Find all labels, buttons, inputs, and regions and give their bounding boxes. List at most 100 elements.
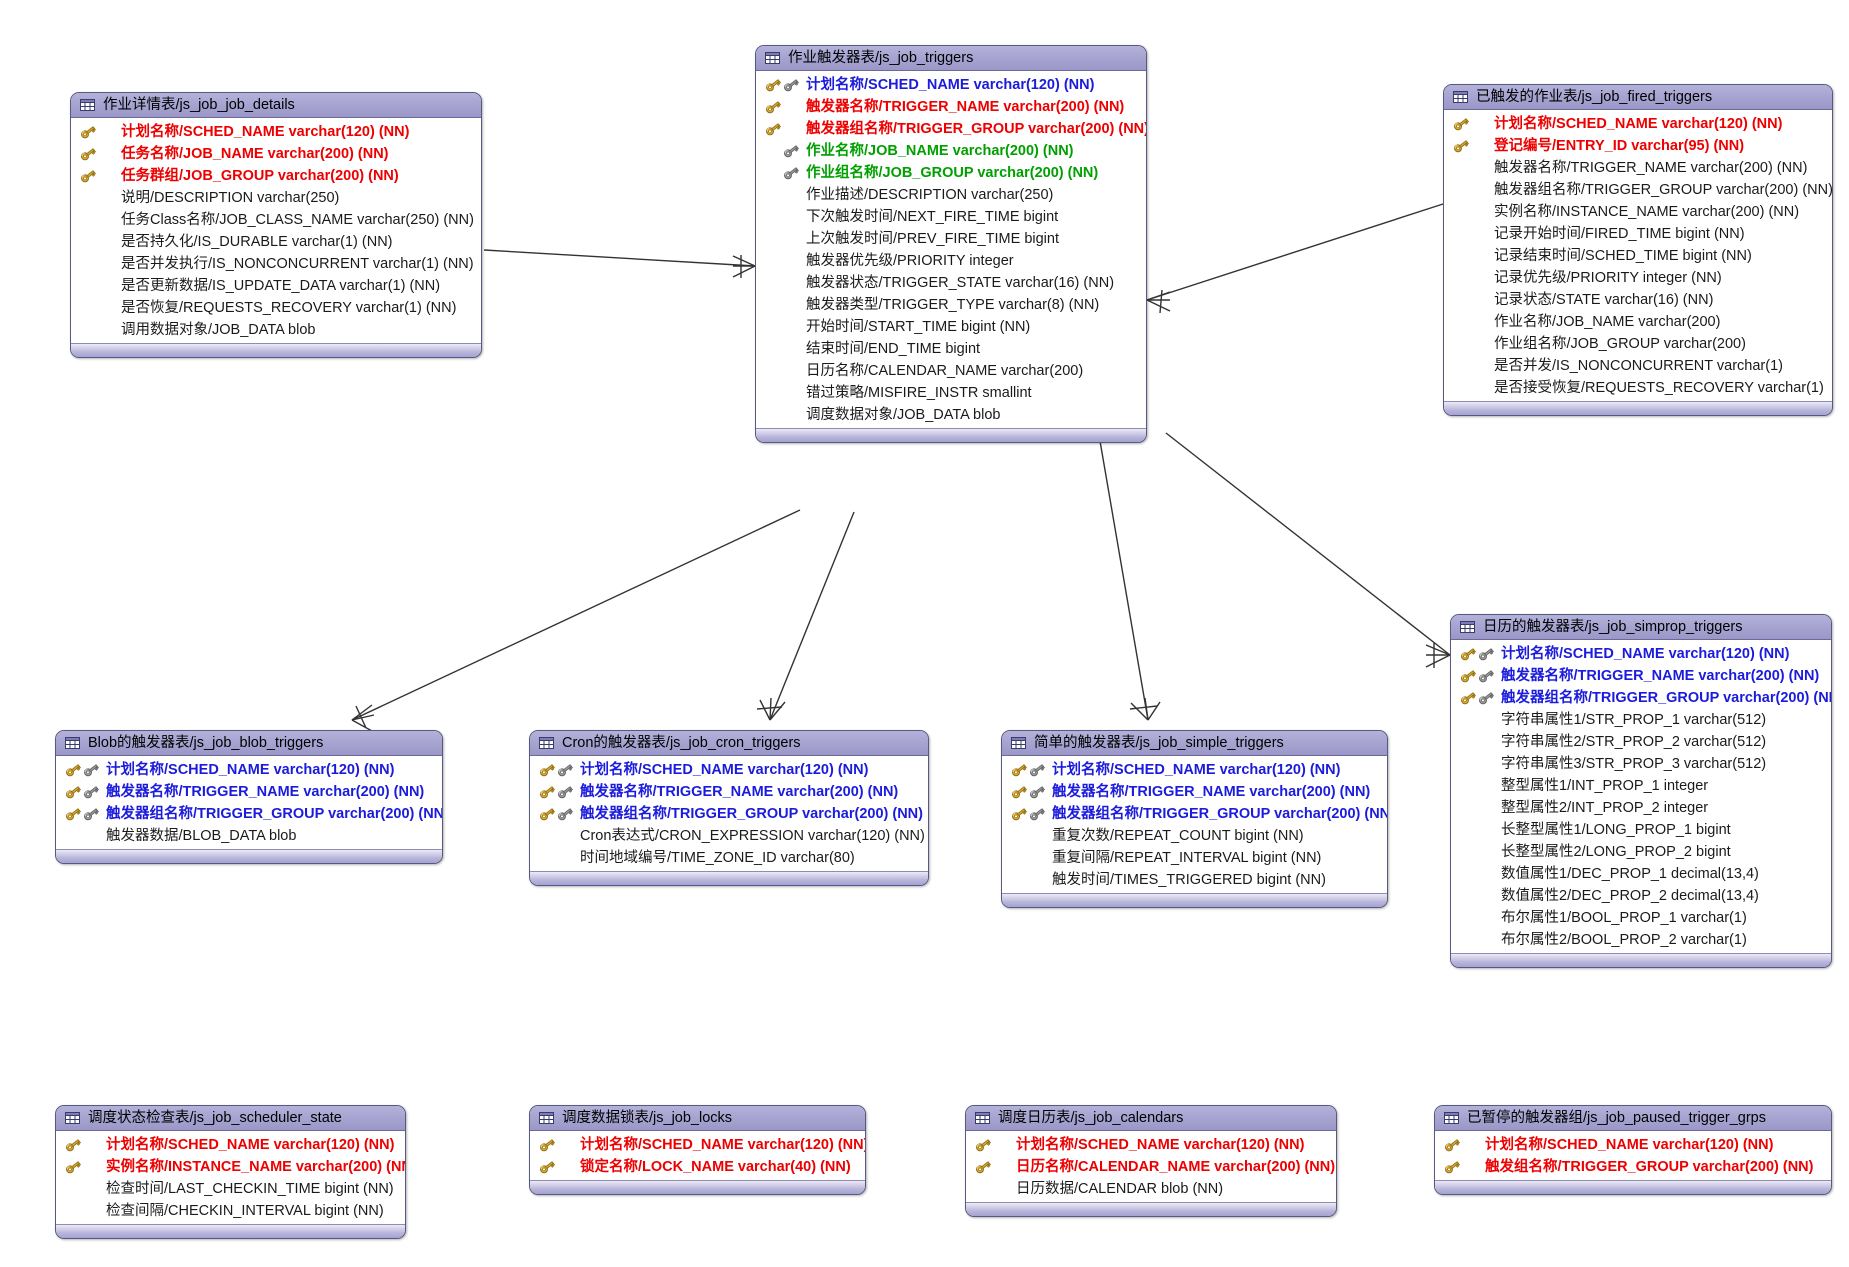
entity-paused_trigger_grps[interactable]: 已暂停的触发器组/js_job_paused_trigger_grps 计划名称… <box>1434 1105 1832 1195</box>
attribute-row[interactable]: 记录结束时间/SCHED_TIME bigint (NN) <box>1444 245 1832 267</box>
entity-header-blob_triggers[interactable]: Blob的触发器表/js_job_blob_triggers <box>56 731 442 756</box>
entity-cron_triggers[interactable]: Cron的触发器表/js_job_cron_triggers 计划名称/SCHE… <box>529 730 929 886</box>
attribute-row[interactable]: 触发器组名称/TRIGGER_GROUP varchar(200) (NN) <box>56 803 442 825</box>
attribute-row[interactable]: 触发器名称/TRIGGER_NAME varchar(200) (NN) <box>756 96 1146 118</box>
attribute-row[interactable]: 字符串属性2/STR_PROP_2 varchar(512) <box>1451 731 1831 753</box>
attribute-row[interactable]: 检查时间/LAST_CHECKIN_TIME bigint (NN) <box>56 1178 405 1200</box>
attribute-row[interactable]: 触发器组名称/TRIGGER_GROUP varchar(200) (NN) <box>1444 179 1832 201</box>
attribute-row[interactable]: 是否并发/IS_NONCONCURRENT varchar(1) <box>1444 355 1832 377</box>
attribute-row[interactable]: 上次触发时间/PREV_FIRE_TIME bigint <box>756 228 1146 250</box>
entity-header-cron_triggers[interactable]: Cron的触发器表/js_job_cron_triggers <box>530 731 928 756</box>
attribute-row[interactable]: 触发器组名称/TRIGGER_GROUP varchar(200) (NN) <box>756 118 1146 140</box>
attribute-row[interactable]: 是否持久化/IS_DURABLE varchar(1) (NN) <box>71 231 481 253</box>
attribute-row[interactable]: 作业组名称/JOB_GROUP varchar(200) <box>1444 333 1832 355</box>
attribute-row[interactable]: 调度数据对象/JOB_DATA blob <box>756 404 1146 426</box>
attribute-row[interactable]: 检查间隔/CHECKIN_INTERVAL bigint (NN) <box>56 1200 405 1222</box>
entity-header-triggers[interactable]: 作业触发器表/js_job_triggers <box>756 46 1146 71</box>
attribute-row[interactable]: 数值属性1/DEC_PROP_1 decimal(13,4) <box>1451 863 1831 885</box>
attribute-row[interactable]: 计划名称/SCHED_NAME varchar(120) (NN) <box>1435 1134 1831 1156</box>
attribute-row[interactable]: 计划名称/SCHED_NAME varchar(120) (NN) <box>56 759 442 781</box>
attribute-row[interactable]: 触发时间/TIMES_TRIGGERED bigint (NN) <box>1002 869 1387 891</box>
attribute-row[interactable]: 字符串属性1/STR_PROP_1 varchar(512) <box>1451 709 1831 731</box>
entity-header-scheduler_state[interactable]: 调度状态检查表/js_job_scheduler_state <box>56 1106 405 1131</box>
attribute-row[interactable]: 整型属性2/INT_PROP_2 integer <box>1451 797 1831 819</box>
attribute-row[interactable]: 触发器组名称/TRIGGER_GROUP varchar(200) (NN) <box>530 803 928 825</box>
attribute-row[interactable]: 记录状态/STATE varchar(16) (NN) <box>1444 289 1832 311</box>
attribute-row[interactable]: 任务Class名称/JOB_CLASS_NAME varchar(250) (N… <box>71 209 481 231</box>
attribute-row[interactable]: 触发器状态/TRIGGER_STATE varchar(16) (NN) <box>756 272 1146 294</box>
entity-header-job_details[interactable]: 作业详情表/js_job_job_details <box>71 93 481 118</box>
entity-job_details[interactable]: 作业详情表/js_job_job_details 计划名称/SCHED_NAME… <box>70 92 482 358</box>
attribute-row[interactable]: 记录优先级/PRIORITY integer (NN) <box>1444 267 1832 289</box>
attribute-row[interactable]: 触发器优先级/PRIORITY integer <box>756 250 1146 272</box>
entity-blob_triggers[interactable]: Blob的触发器表/js_job_blob_triggers 计划名称/SCHE… <box>55 730 443 864</box>
attribute-row[interactable]: 触发器组名称/TRIGGER_GROUP varchar(200) (NN) <box>1451 687 1831 709</box>
attribute-row[interactable]: 计划名称/SCHED_NAME varchar(120) (NN) <box>756 74 1146 96</box>
attribute-row[interactable]: 调用数据对象/JOB_DATA blob <box>71 319 481 341</box>
attribute-row[interactable]: 计划名称/SCHED_NAME varchar(120) (NN) <box>530 759 928 781</box>
attribute-row[interactable]: 触发组名称/TRIGGER_GROUP varchar(200) (NN) <box>1435 1156 1831 1178</box>
attribute-row[interactable]: 重复间隔/REPEAT_INTERVAL bigint (NN) <box>1002 847 1387 869</box>
attribute-row[interactable]: 下次触发时间/NEXT_FIRE_TIME bigint <box>756 206 1146 228</box>
attribute-row[interactable]: 触发器组名称/TRIGGER_GROUP varchar(200) (NN) <box>1002 803 1387 825</box>
attribute-row[interactable]: 结束时间/END_TIME bigint <box>756 338 1146 360</box>
attribute-row[interactable]: 触发器类型/TRIGGER_TYPE varchar(8) (NN) <box>756 294 1146 316</box>
attribute-row[interactable]: 计划名称/SCHED_NAME varchar(120) (NN) <box>530 1134 865 1156</box>
attribute-row[interactable]: 任务名称/JOB_NAME varchar(200) (NN) <box>71 143 481 165</box>
attribute-row[interactable]: 字符串属性3/STR_PROP_3 varchar(512) <box>1451 753 1831 775</box>
attribute-row[interactable]: 数值属性2/DEC_PROP_2 decimal(13,4) <box>1451 885 1831 907</box>
attribute-row[interactable]: 任务群组/JOB_GROUP varchar(200) (NN) <box>71 165 481 187</box>
entity-header-calendars[interactable]: 调度日历表/js_job_calendars <box>966 1106 1336 1131</box>
attribute-row[interactable]: 重复次数/REPEAT_COUNT bigint (NN) <box>1002 825 1387 847</box>
attribute-row[interactable]: 作业描述/DESCRIPTION varchar(250) <box>756 184 1146 206</box>
entity-header-paused_trigger_grps[interactable]: 已暂停的触发器组/js_job_paused_trigger_grps <box>1435 1106 1831 1131</box>
attribute-row[interactable]: 登记编号/ENTRY_ID varchar(95) (NN) <box>1444 135 1832 157</box>
attribute-row[interactable]: 时间地域编号/TIME_ZONE_ID varchar(80) <box>530 847 928 869</box>
attribute-row[interactable]: 开始时间/START_TIME bigint (NN) <box>756 316 1146 338</box>
attribute-row[interactable]: 计划名称/SCHED_NAME varchar(120) (NN) <box>56 1134 405 1156</box>
attribute-row[interactable]: 记录开始时间/FIRED_TIME bigint (NN) <box>1444 223 1832 245</box>
attribute-row[interactable]: 计划名称/SCHED_NAME varchar(120) (NN) <box>966 1134 1336 1156</box>
attribute-row[interactable]: 是否更新数据/IS_UPDATE_DATA varchar(1) (NN) <box>71 275 481 297</box>
entity-locks[interactable]: 调度数据锁表/js_job_locks 计划名称/SCHED_NAME varc… <box>529 1105 866 1195</box>
attribute-row[interactable]: 触发器数据/BLOB_DATA blob <box>56 825 442 847</box>
attribute-row[interactable]: 长整型属性1/LONG_PROP_1 bigint <box>1451 819 1831 841</box>
attribute-row[interactable]: 触发器名称/TRIGGER_NAME varchar(200) (NN) <box>1444 157 1832 179</box>
attribute-row[interactable]: 触发器名称/TRIGGER_NAME varchar(200) (NN) <box>1451 665 1831 687</box>
attribute-row[interactable]: 计划名称/SCHED_NAME varchar(120) (NN) <box>71 121 481 143</box>
attribute-row[interactable]: 触发器名称/TRIGGER_NAME varchar(200) (NN) <box>530 781 928 803</box>
attribute-row[interactable]: 计划名称/SCHED_NAME varchar(120) (NN) <box>1002 759 1387 781</box>
entity-header-locks[interactable]: 调度数据锁表/js_job_locks <box>530 1106 865 1131</box>
entity-triggers[interactable]: 作业触发器表/js_job_triggers 计划名称/SCHED_NAME v… <box>755 45 1147 443</box>
attribute-row[interactable]: 实例名称/INSTANCE_NAME varchar(200) (NN) <box>56 1156 405 1178</box>
attribute-row[interactable]: 日历数据/CALENDAR blob (NN) <box>966 1178 1336 1200</box>
attribute-row[interactable]: 触发器名称/TRIGGER_NAME varchar(200) (NN) <box>1002 781 1387 803</box>
attribute-row[interactable]: 是否接受恢复/REQUESTS_RECOVERY varchar(1) <box>1444 377 1832 399</box>
attribute-row[interactable]: 触发器名称/TRIGGER_NAME varchar(200) (NN) <box>56 781 442 803</box>
entity-header-fired_triggers[interactable]: 已触发的作业表/js_job_fired_triggers <box>1444 85 1832 110</box>
attribute-row[interactable]: 布尔属性1/BOOL_PROP_1 varchar(1) <box>1451 907 1831 929</box>
attribute-row[interactable]: 作业名称/JOB_NAME varchar(200) <box>1444 311 1832 333</box>
attribute-row[interactable]: 作业组名称/JOB_GROUP varchar(200) (NN) <box>756 162 1146 184</box>
entity-header-simple_triggers[interactable]: 简单的触发器表/js_job_simple_triggers <box>1002 731 1387 756</box>
entity-header-simprop_triggers[interactable]: 日历的触发器表/js_job_simprop_triggers <box>1451 615 1831 640</box>
attribute-row[interactable]: 说明/DESCRIPTION varchar(250) <box>71 187 481 209</box>
entity-calendars[interactable]: 调度日历表/js_job_calendars 计划名称/SCHED_NAME v… <box>965 1105 1337 1217</box>
attribute-row[interactable]: 长整型属性2/LONG_PROP_2 bigint <box>1451 841 1831 863</box>
attribute-row[interactable]: 作业名称/JOB_NAME varchar(200) (NN) <box>756 140 1146 162</box>
attribute-row[interactable]: 锁定名称/LOCK_NAME varchar(40) (NN) <box>530 1156 865 1178</box>
entity-scheduler_state[interactable]: 调度状态检查表/js_job_scheduler_state 计划名称/SCHE… <box>55 1105 406 1239</box>
attribute-row[interactable]: 布尔属性2/BOOL_PROP_2 varchar(1) <box>1451 929 1831 951</box>
attribute-row[interactable]: 计划名称/SCHED_NAME varchar(120) (NN) <box>1444 113 1832 135</box>
entity-simprop_triggers[interactable]: 日历的触发器表/js_job_simprop_triggers 计划名称/SCH… <box>1450 614 1832 968</box>
attribute-row[interactable]: 计划名称/SCHED_NAME varchar(120) (NN) <box>1451 643 1831 665</box>
attribute-row[interactable]: 整型属性1/INT_PROP_1 integer <box>1451 775 1831 797</box>
attribute-row[interactable]: 实例名称/INSTANCE_NAME varchar(200) (NN) <box>1444 201 1832 223</box>
attribute-row[interactable]: 错过策略/MISFIRE_INSTR smallint <box>756 382 1146 404</box>
entity-fired_triggers[interactable]: 已触发的作业表/js_job_fired_triggers 计划名称/SCHED… <box>1443 84 1833 416</box>
attribute-row[interactable]: 日历名称/CALENDAR_NAME varchar(200) (NN) <box>966 1156 1336 1178</box>
attribute-row[interactable]: 日历名称/CALENDAR_NAME varchar(200) <box>756 360 1146 382</box>
attribute-row[interactable]: 是否并发执行/IS_NONCONCURRENT varchar(1) (NN) <box>71 253 481 275</box>
attribute-row[interactable]: Cron表达式/CRON_EXPRESSION varchar(120) (NN… <box>530 825 928 847</box>
attribute-row[interactable]: 是否恢复/REQUESTS_RECOVERY varchar(1) (NN) <box>71 297 481 319</box>
